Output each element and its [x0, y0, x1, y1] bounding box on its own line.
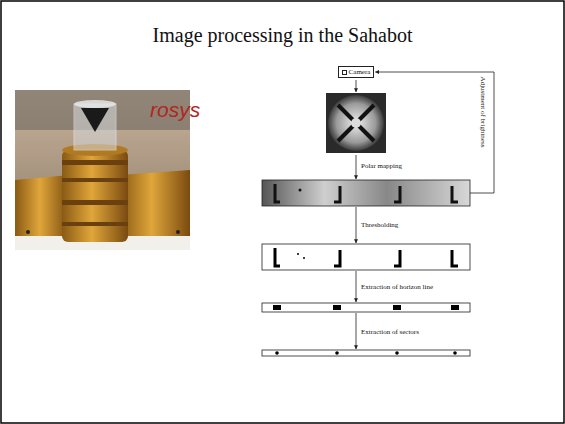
- node-label: Camera: [349, 68, 371, 76]
- feedback-label: Adjustment of brightness: [479, 77, 487, 148]
- step-label: Polar mapping: [361, 162, 402, 170]
- panorama-strip: [262, 180, 470, 206]
- horizon-strip: [262, 303, 470, 312]
- sector-strip: [262, 350, 470, 356]
- process-arrows: [356, 80, 357, 349]
- feedback-line: [375, 72, 494, 193]
- step-label: Extraction of horizon line: [361, 283, 433, 291]
- camera-box: Camera: [338, 66, 375, 78]
- brand-lettering: rosys: [150, 98, 200, 122]
- step-label: Extraction of sectors: [361, 328, 419, 336]
- camera-icon: [342, 70, 347, 75]
- slide-title: Image processing in the Sahabot: [0, 24, 565, 47]
- step-label: Thresholding: [361, 221, 398, 229]
- threshold-strip: [262, 244, 470, 270]
- camera-image: [326, 93, 386, 153]
